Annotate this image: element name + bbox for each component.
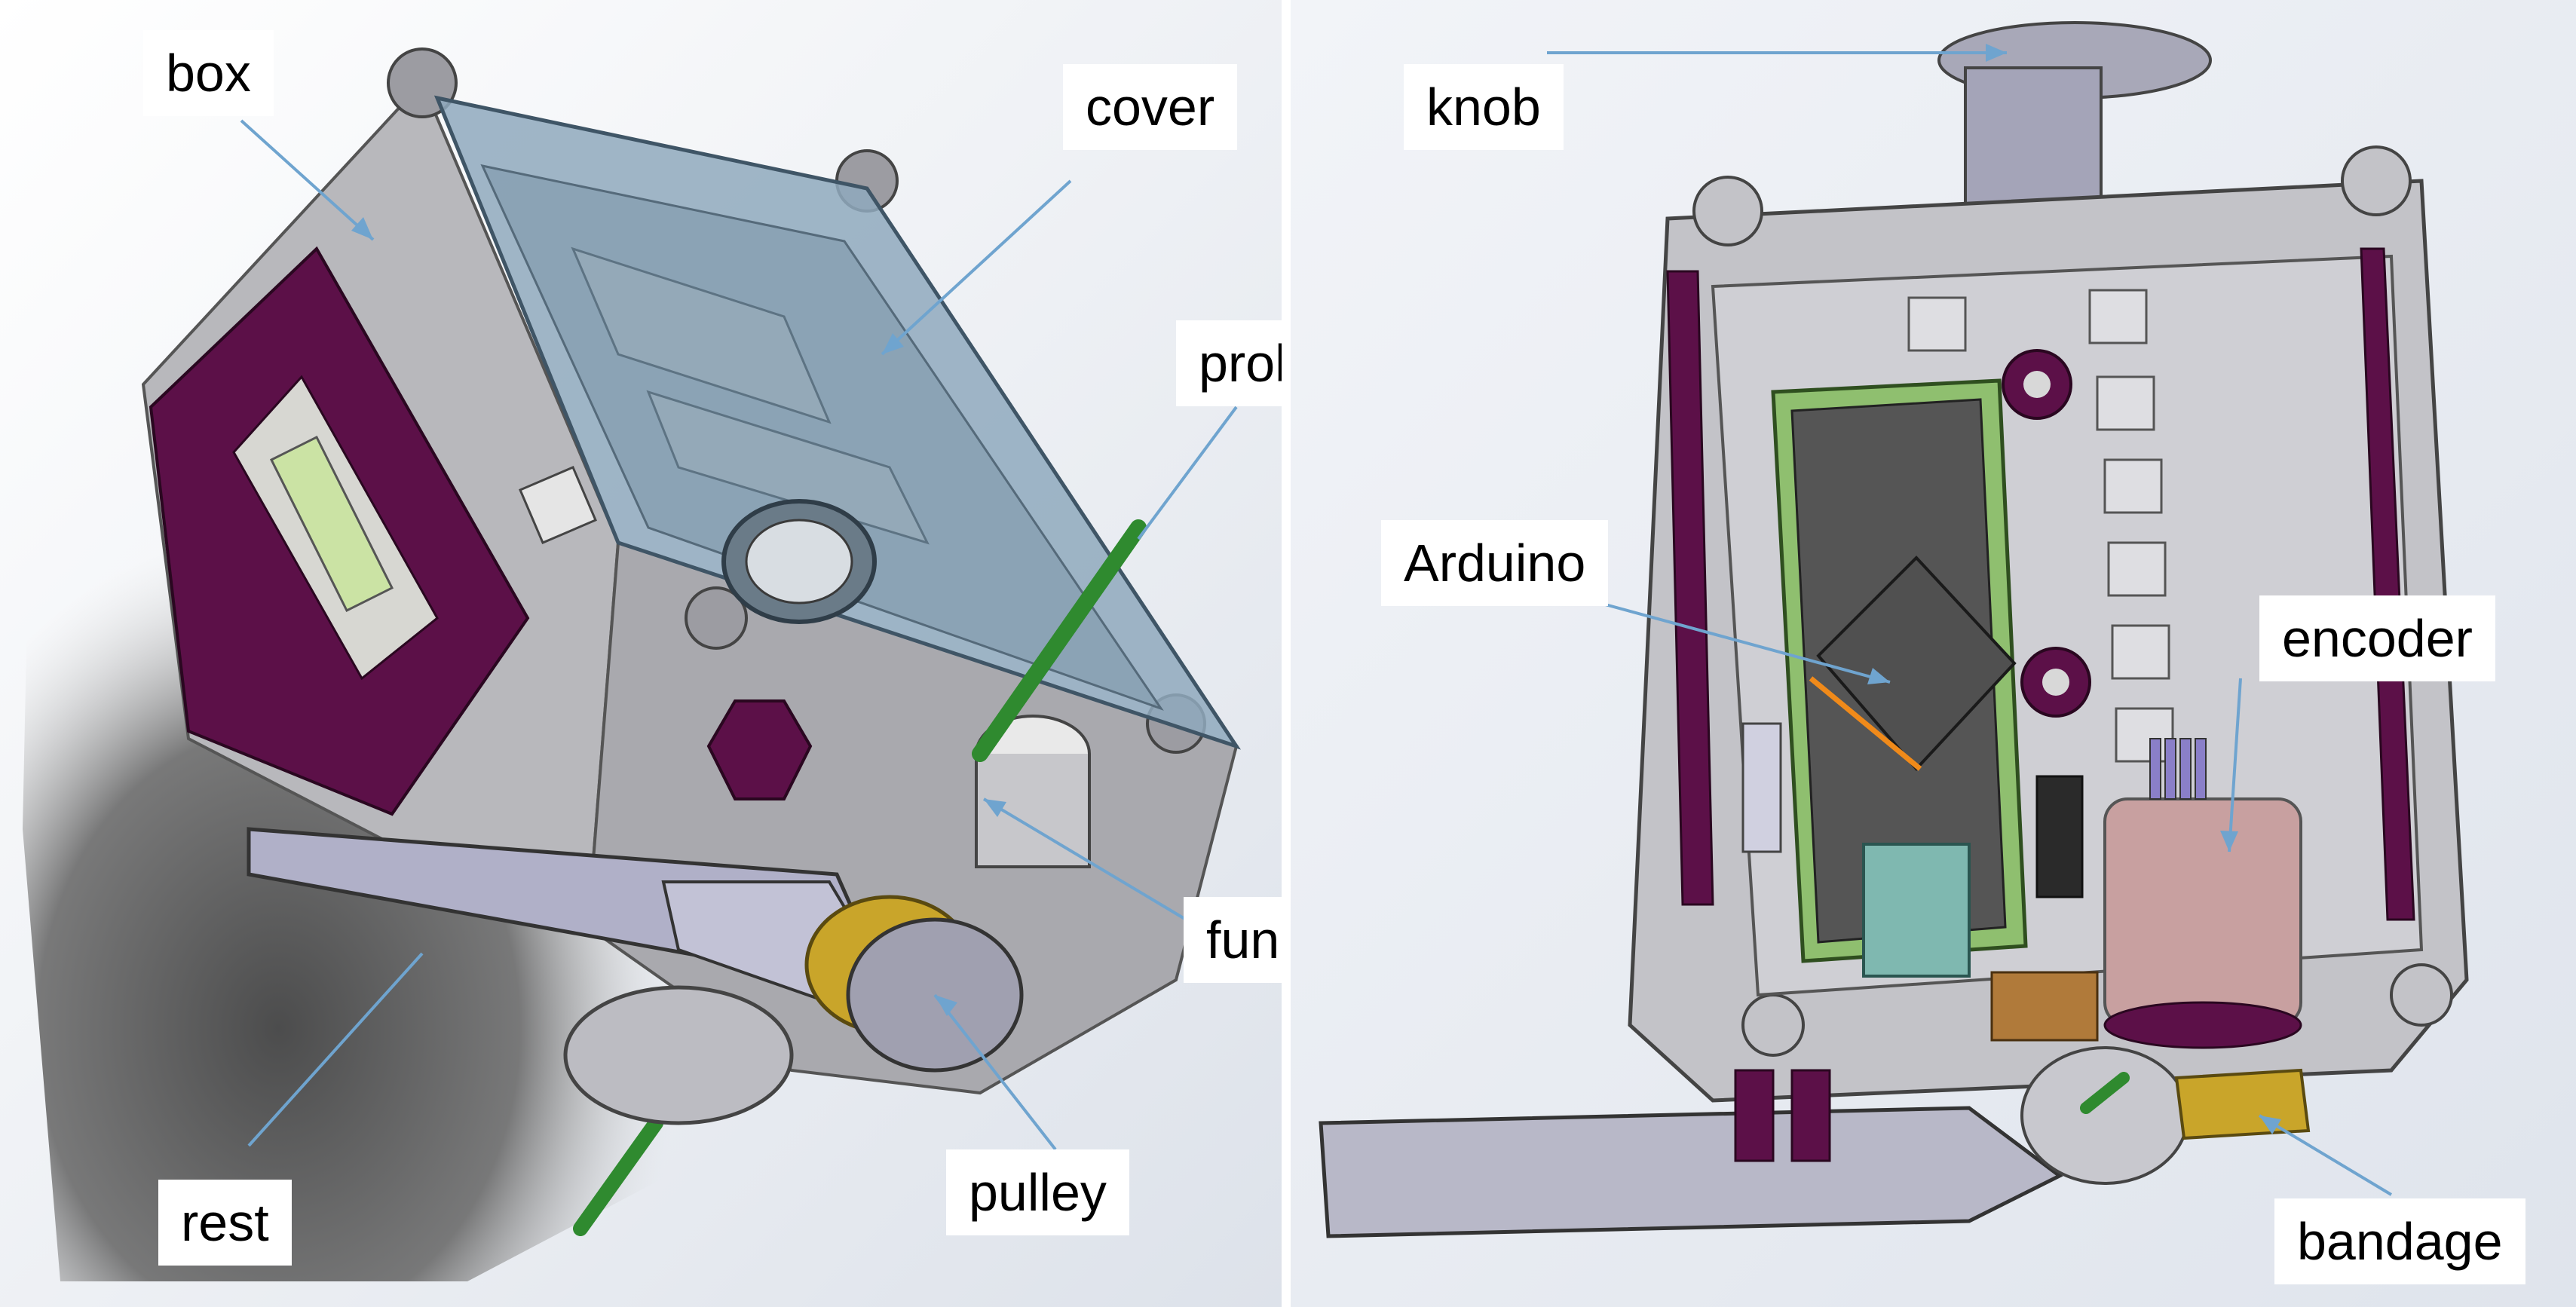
header-pins — [2035, 775, 2084, 898]
pad — [2111, 624, 2170, 680]
funnel-tube — [975, 754, 1091, 868]
leader-box — [240, 119, 375, 241]
arrowhead — [351, 217, 373, 240]
mount-hole — [2023, 371, 2051, 398]
internal-rib — [646, 390, 930, 545]
left-cad-render — [0, 0, 1282, 1307]
leader-arduino — [1599, 601, 1891, 684]
connector-slot — [519, 466, 597, 544]
label-funnel: funnel — [1184, 897, 1282, 983]
arrowhead — [1867, 668, 1890, 684]
arrowhead — [2220, 831, 2238, 852]
square-pads — [1907, 289, 2174, 763]
leader-arrowheads — [1867, 44, 2281, 1134]
pad — [2088, 289, 2148, 344]
pin — [2164, 738, 2176, 800]
label-pulley: pulley — [946, 1149, 1129, 1235]
purple-bracket — [1734, 1069, 1775, 1162]
leader-probe — [1137, 406, 1238, 540]
purple-rail-right — [2360, 247, 2415, 921]
pad — [2115, 707, 2174, 763]
microcontroller-chip — [1816, 556, 2017, 771]
leader-cover — [881, 179, 1072, 356]
purple-bracket — [1790, 1069, 1831, 1162]
label-rest: rest — [158, 1180, 292, 1266]
orange-wire — [1809, 676, 1922, 771]
usb-connector — [1862, 843, 1971, 978]
arrowhead — [882, 333, 904, 354]
internal-rib — [571, 246, 832, 424]
encoder-body — [2103, 797, 2302, 1027]
arrowhead — [1986, 44, 2007, 62]
leader-encoder — [2228, 678, 2242, 852]
leader-pulley — [933, 993, 1057, 1151]
pad — [2103, 458, 2163, 514]
corner-tab — [2341, 145, 2412, 216]
arrowhead — [2259, 1116, 2281, 1134]
mount-lug — [685, 586, 748, 650]
arrowhead — [935, 995, 957, 1016]
label-cover: cover — [1063, 64, 1238, 150]
left-view-panel: box cover probe funnel pulley rest — [0, 0, 1282, 1307]
arrowhead — [984, 799, 1006, 817]
label-probe: probe — [1176, 320, 1282, 406]
leader-funnel — [982, 797, 1200, 929]
right-cad-render — [1291, 0, 2576, 1307]
leader-lines — [1547, 51, 2393, 1196]
probe-rod-bottom — [573, 1116, 663, 1236]
corner-tab — [1692, 176, 1763, 246]
probe-rod — [972, 519, 1147, 762]
hex-screw — [706, 699, 813, 800]
bottom-hub — [2020, 1046, 2189, 1185]
pin — [2149, 738, 2161, 800]
lower-hub — [563, 985, 794, 1125]
leader-rest — [247, 952, 424, 1147]
label-arduino: Arduino — [1381, 520, 1609, 606]
leader-lines — [240, 119, 1238, 1151]
brown-component — [1990, 971, 2099, 1042]
purple-rail-left — [1666, 270, 1714, 906]
label-bandage: bandage — [2274, 1198, 2525, 1284]
pad — [2096, 375, 2155, 431]
label-knob: knob — [1404, 64, 1564, 150]
side-connector — [1741, 722, 1782, 853]
mount-hole — [2042, 669, 2069, 696]
corner-tab — [1741, 993, 1805, 1057]
pad — [2107, 541, 2167, 597]
rest-arm — [1319, 1106, 2063, 1238]
probe-end — [2080, 1072, 2130, 1114]
corner-tab — [2390, 963, 2453, 1027]
pin — [2195, 738, 2207, 800]
right-view-panel: knob Arduino encoder bandage — [1291, 0, 2576, 1307]
label-encoder: encoder — [2259, 595, 2495, 681]
leader-arrowheads — [351, 217, 1006, 1016]
bandage-band — [2174, 1068, 2311, 1140]
encoder-pins — [2149, 738, 2207, 800]
sensor-slot — [269, 435, 394, 613]
funnel-inner — [745, 519, 853, 605]
leader-bandage — [2258, 1114, 2393, 1196]
label-box: box — [143, 30, 274, 116]
pin — [2179, 738, 2192, 800]
pad — [1907, 296, 1967, 352]
encoder-base — [2103, 1001, 2302, 1049]
